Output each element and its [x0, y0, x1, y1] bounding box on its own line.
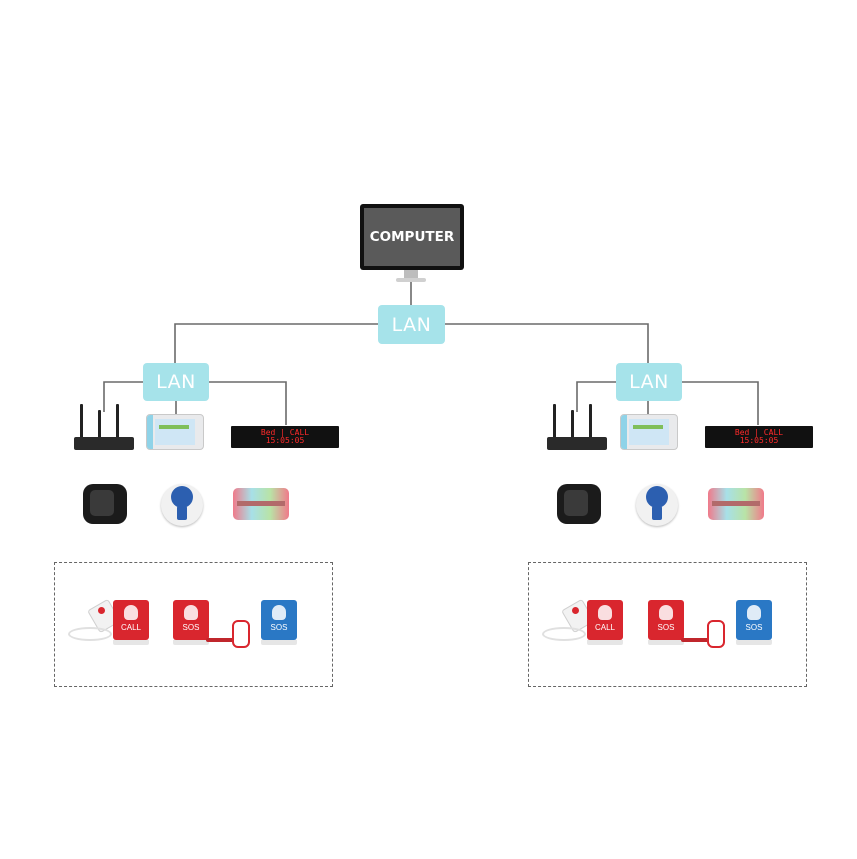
- alarm-devices-group-left: [54, 562, 333, 687]
- call-button-label: CALL: [594, 623, 615, 632]
- sos-button-red: SOS: [173, 600, 209, 645]
- led-display-line2: 15:05:05: [739, 436, 779, 445]
- sos-button-red: SOS: [648, 600, 684, 645]
- sos-button-label: SOS: [270, 623, 288, 632]
- led-display-line1: Bed | CALL: [734, 428, 784, 437]
- sos-button-blue: SOS: [736, 600, 772, 645]
- led-display-line2: 15:05:05: [265, 436, 305, 445]
- sos-button-label: SOS: [182, 623, 200, 632]
- led-display-left: Bed | CALL 15:05:05: [231, 426, 339, 448]
- lan-left: LAN: [143, 363, 209, 401]
- corridor-light-icon: [708, 488, 764, 520]
- call-button: CALL: [113, 600, 149, 645]
- call-button-label: CALL: [120, 623, 141, 632]
- tablet-icon: [620, 414, 678, 450]
- sos-button-blue: SOS: [261, 600, 297, 645]
- monitor-stand-base: [396, 278, 426, 282]
- computer-label: COMPUTER: [364, 208, 460, 266]
- monitor-stand: [404, 270, 418, 278]
- tablet-icon: [146, 414, 204, 450]
- computer-monitor: COMPUTER: [360, 204, 464, 270]
- call-button: CALL: [587, 600, 623, 645]
- lan-top: LAN: [378, 305, 445, 344]
- alarm-devices-group-right: [528, 562, 807, 687]
- led-display-right: Bed | CALL 15:05:05: [705, 426, 813, 448]
- lan-right: LAN: [616, 363, 682, 401]
- led-display-line1: Bed | CALL: [260, 428, 310, 437]
- sos-button-label: SOS: [657, 623, 675, 632]
- corridor-light-icon: [233, 488, 289, 520]
- sos-button-label: SOS: [745, 623, 763, 632]
